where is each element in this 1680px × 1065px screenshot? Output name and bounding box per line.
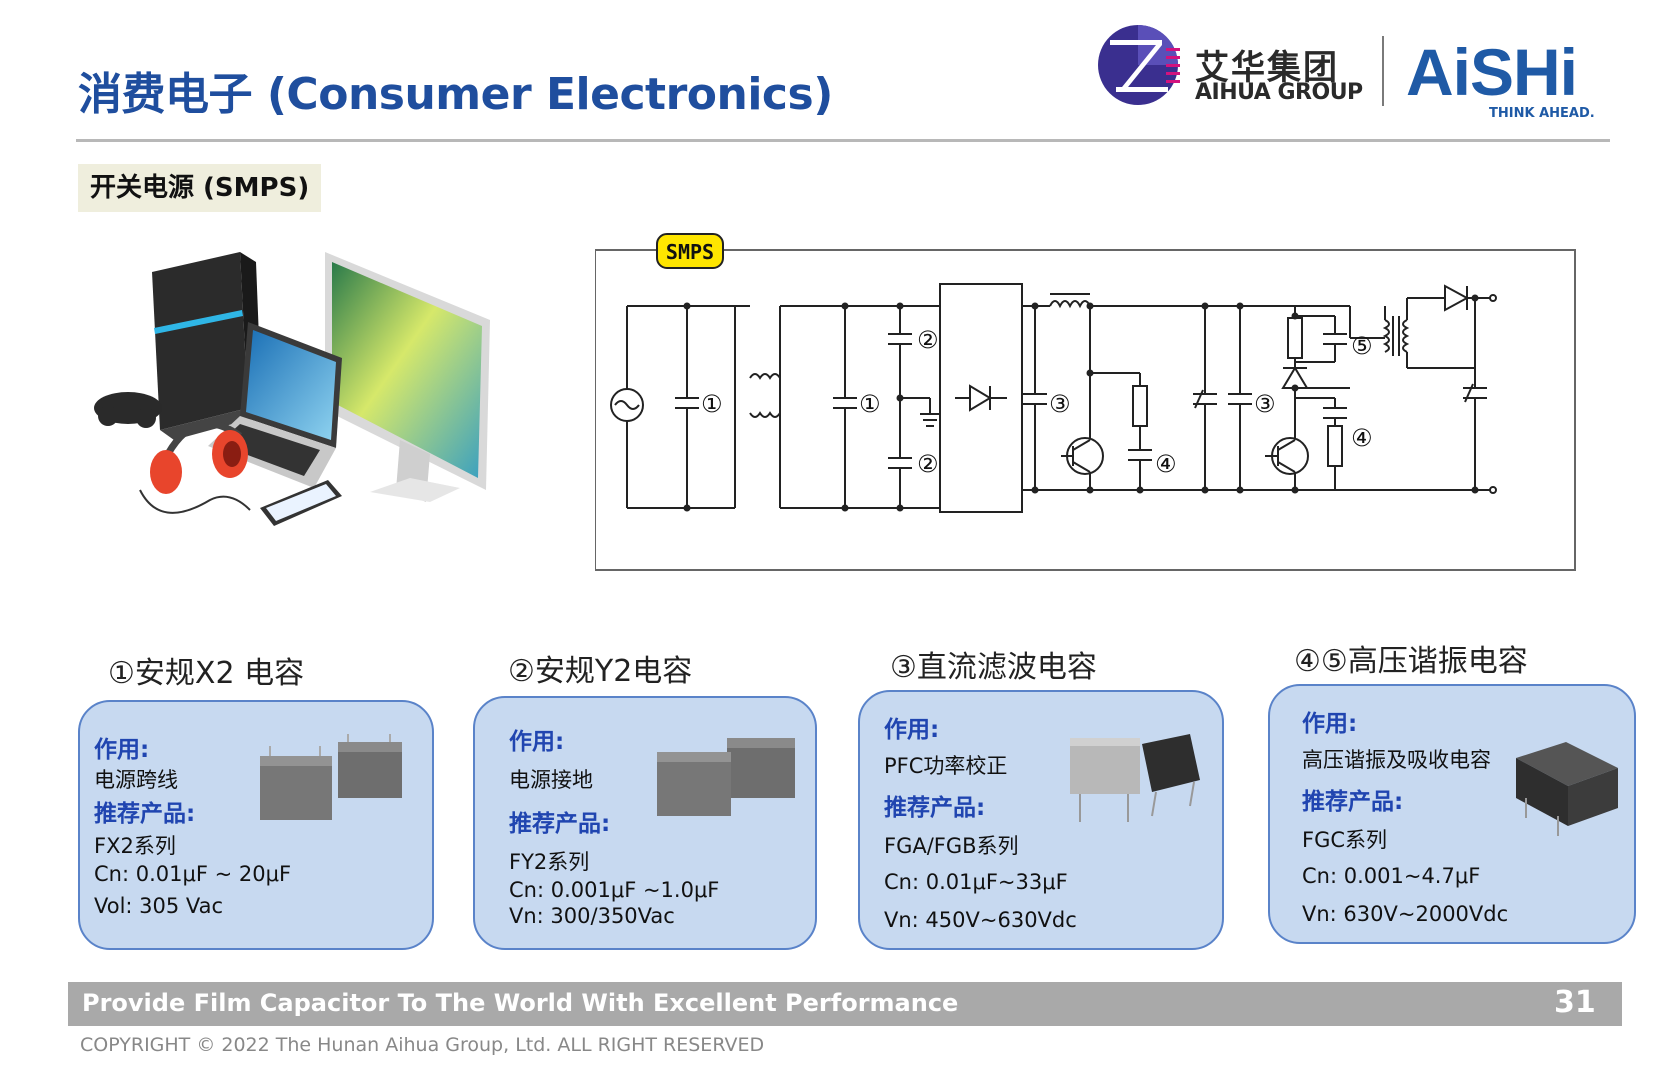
- section-tag: 开关电源 (SMPS): [78, 164, 322, 212]
- role-label: 作用:: [1302, 711, 1358, 737]
- marker-2b: ②: [917, 450, 939, 478]
- gamepad-icon: [94, 392, 162, 428]
- role-value: 电源跨线: [94, 768, 178, 792]
- spec-capacitance: Cn: 0.01μF~33μF: [884, 870, 1068, 894]
- smps-circuit-diagram: SMPS ① ① ② ② ③ ③ ④ ④ ⑤: [595, 233, 1576, 571]
- spec-capacitance: Cn: 0.001μF ~1.0μF: [509, 878, 720, 902]
- smps-badge: [656, 233, 724, 269]
- product-label: 推荐产品:: [884, 795, 986, 821]
- product-series: FGC系列: [1302, 828, 1388, 852]
- logo-divider: [1382, 36, 1384, 106]
- marker-3b: ③: [1254, 390, 1276, 418]
- aihua-logo-english: AIHUA GROUP: [1195, 80, 1363, 105]
- role-value: 电源接地: [509, 768, 593, 792]
- spec-voltage: Vn: 630V~2000Vdc: [1302, 902, 1509, 926]
- role-value: 高压谐振及吸收电容: [1302, 748, 1491, 772]
- spec-voltage: Vn: 450V~630Vdc: [884, 908, 1077, 932]
- card-dc-filter-capacitor: 作用: PFC功率校正 推荐产品: FGA/FGB系列 Cn: 0.01μF~3…: [858, 690, 1224, 950]
- aihua-logo-chinese: 艾华集团: [1195, 48, 1339, 88]
- product-series: FY2系列: [509, 850, 590, 874]
- footer-slogan: Provide Film Capacitor To The World With…: [82, 989, 959, 1017]
- card-heading-dc-filter: ③直流滤波电容: [890, 650, 1097, 685]
- role-value: PFC功率校正: [884, 754, 1008, 778]
- spec-capacitance: Cn: 0.01μF ~ 20μF: [94, 862, 292, 886]
- page-title: 消费电子 (Consumer Electronics): [78, 69, 833, 120]
- marker-4a: ④: [1155, 450, 1177, 478]
- role-label: 作用:: [509, 729, 565, 755]
- role-label: 作用:: [884, 717, 940, 743]
- smps-badge-label: SMPS: [666, 240, 714, 264]
- resonant-capacitor-product-icon: [1516, 742, 1618, 836]
- marker-1b: ①: [859, 390, 881, 418]
- spec-voltage: Vn: 300/350Vac: [509, 904, 675, 928]
- marker-5: ⑤: [1351, 332, 1373, 360]
- product-label: 推荐产品:: [509, 811, 611, 837]
- spec-voltage: Vol: 305 Vac: [94, 894, 224, 918]
- monitor-icon: [325, 252, 490, 502]
- aishi-tagline: THINK AHEAD.: [1489, 106, 1595, 121]
- consumer-electronics-illustration: [94, 252, 490, 526]
- aihua-logo-icon: [1098, 25, 1180, 105]
- card-y2-capacitor: 作用: 电源接地 推荐产品: FY2系列 Cn: 0.001μF ~1.0μF …: [473, 696, 817, 950]
- card-heading-y2: ②安规Y2电容: [508, 654, 693, 689]
- y2-capacitor-product-icon: [657, 738, 795, 816]
- x2-capacitor-product-icon: [260, 734, 402, 820]
- product-series: FX2系列: [94, 834, 176, 858]
- spec-capacitance: Cn: 0.001~4.7μF: [1302, 864, 1481, 888]
- header-divider: [76, 139, 1610, 142]
- dc-filter-capacitor-product-icon: [1070, 734, 1200, 822]
- marker-2a: ②: [917, 326, 939, 354]
- smartphone-icon: [260, 480, 342, 526]
- aishi-logo: AiSHi: [1406, 35, 1578, 109]
- product-label: 推荐产品:: [1302, 789, 1404, 815]
- laptop-icon: [208, 322, 342, 488]
- footer-bar: [68, 982, 1622, 1026]
- card-x2-capacitor: 作用: 电源跨线 推荐产品: FX2系列 Cn: 0.01μF ~ 20μF V…: [78, 700, 434, 950]
- copyright-notice: COPYRIGHT © 2022 The Hunan Aihua Group, …: [80, 1034, 765, 1056]
- card-heading-resonant: ④⑤高压谐振电容: [1294, 644, 1528, 679]
- headphones-icon: [139, 420, 251, 514]
- card-heading-x2: ①安规X2 电容: [108, 656, 305, 691]
- card-resonant-capacitor: 作用: 高压谐振及吸收电容 推荐产品: FGC系列 Cn: 0.001~4.7μ…: [1268, 684, 1636, 944]
- product-series: FGA/FGB系列: [884, 834, 1019, 858]
- marker-1a: ①: [701, 390, 723, 418]
- marker-3a: ③: [1049, 390, 1071, 418]
- role-label: 作用:: [94, 737, 150, 763]
- product-label: 推荐产品:: [94, 801, 196, 827]
- page-number: 31: [1554, 985, 1596, 1020]
- marker-4b: ④: [1351, 424, 1373, 452]
